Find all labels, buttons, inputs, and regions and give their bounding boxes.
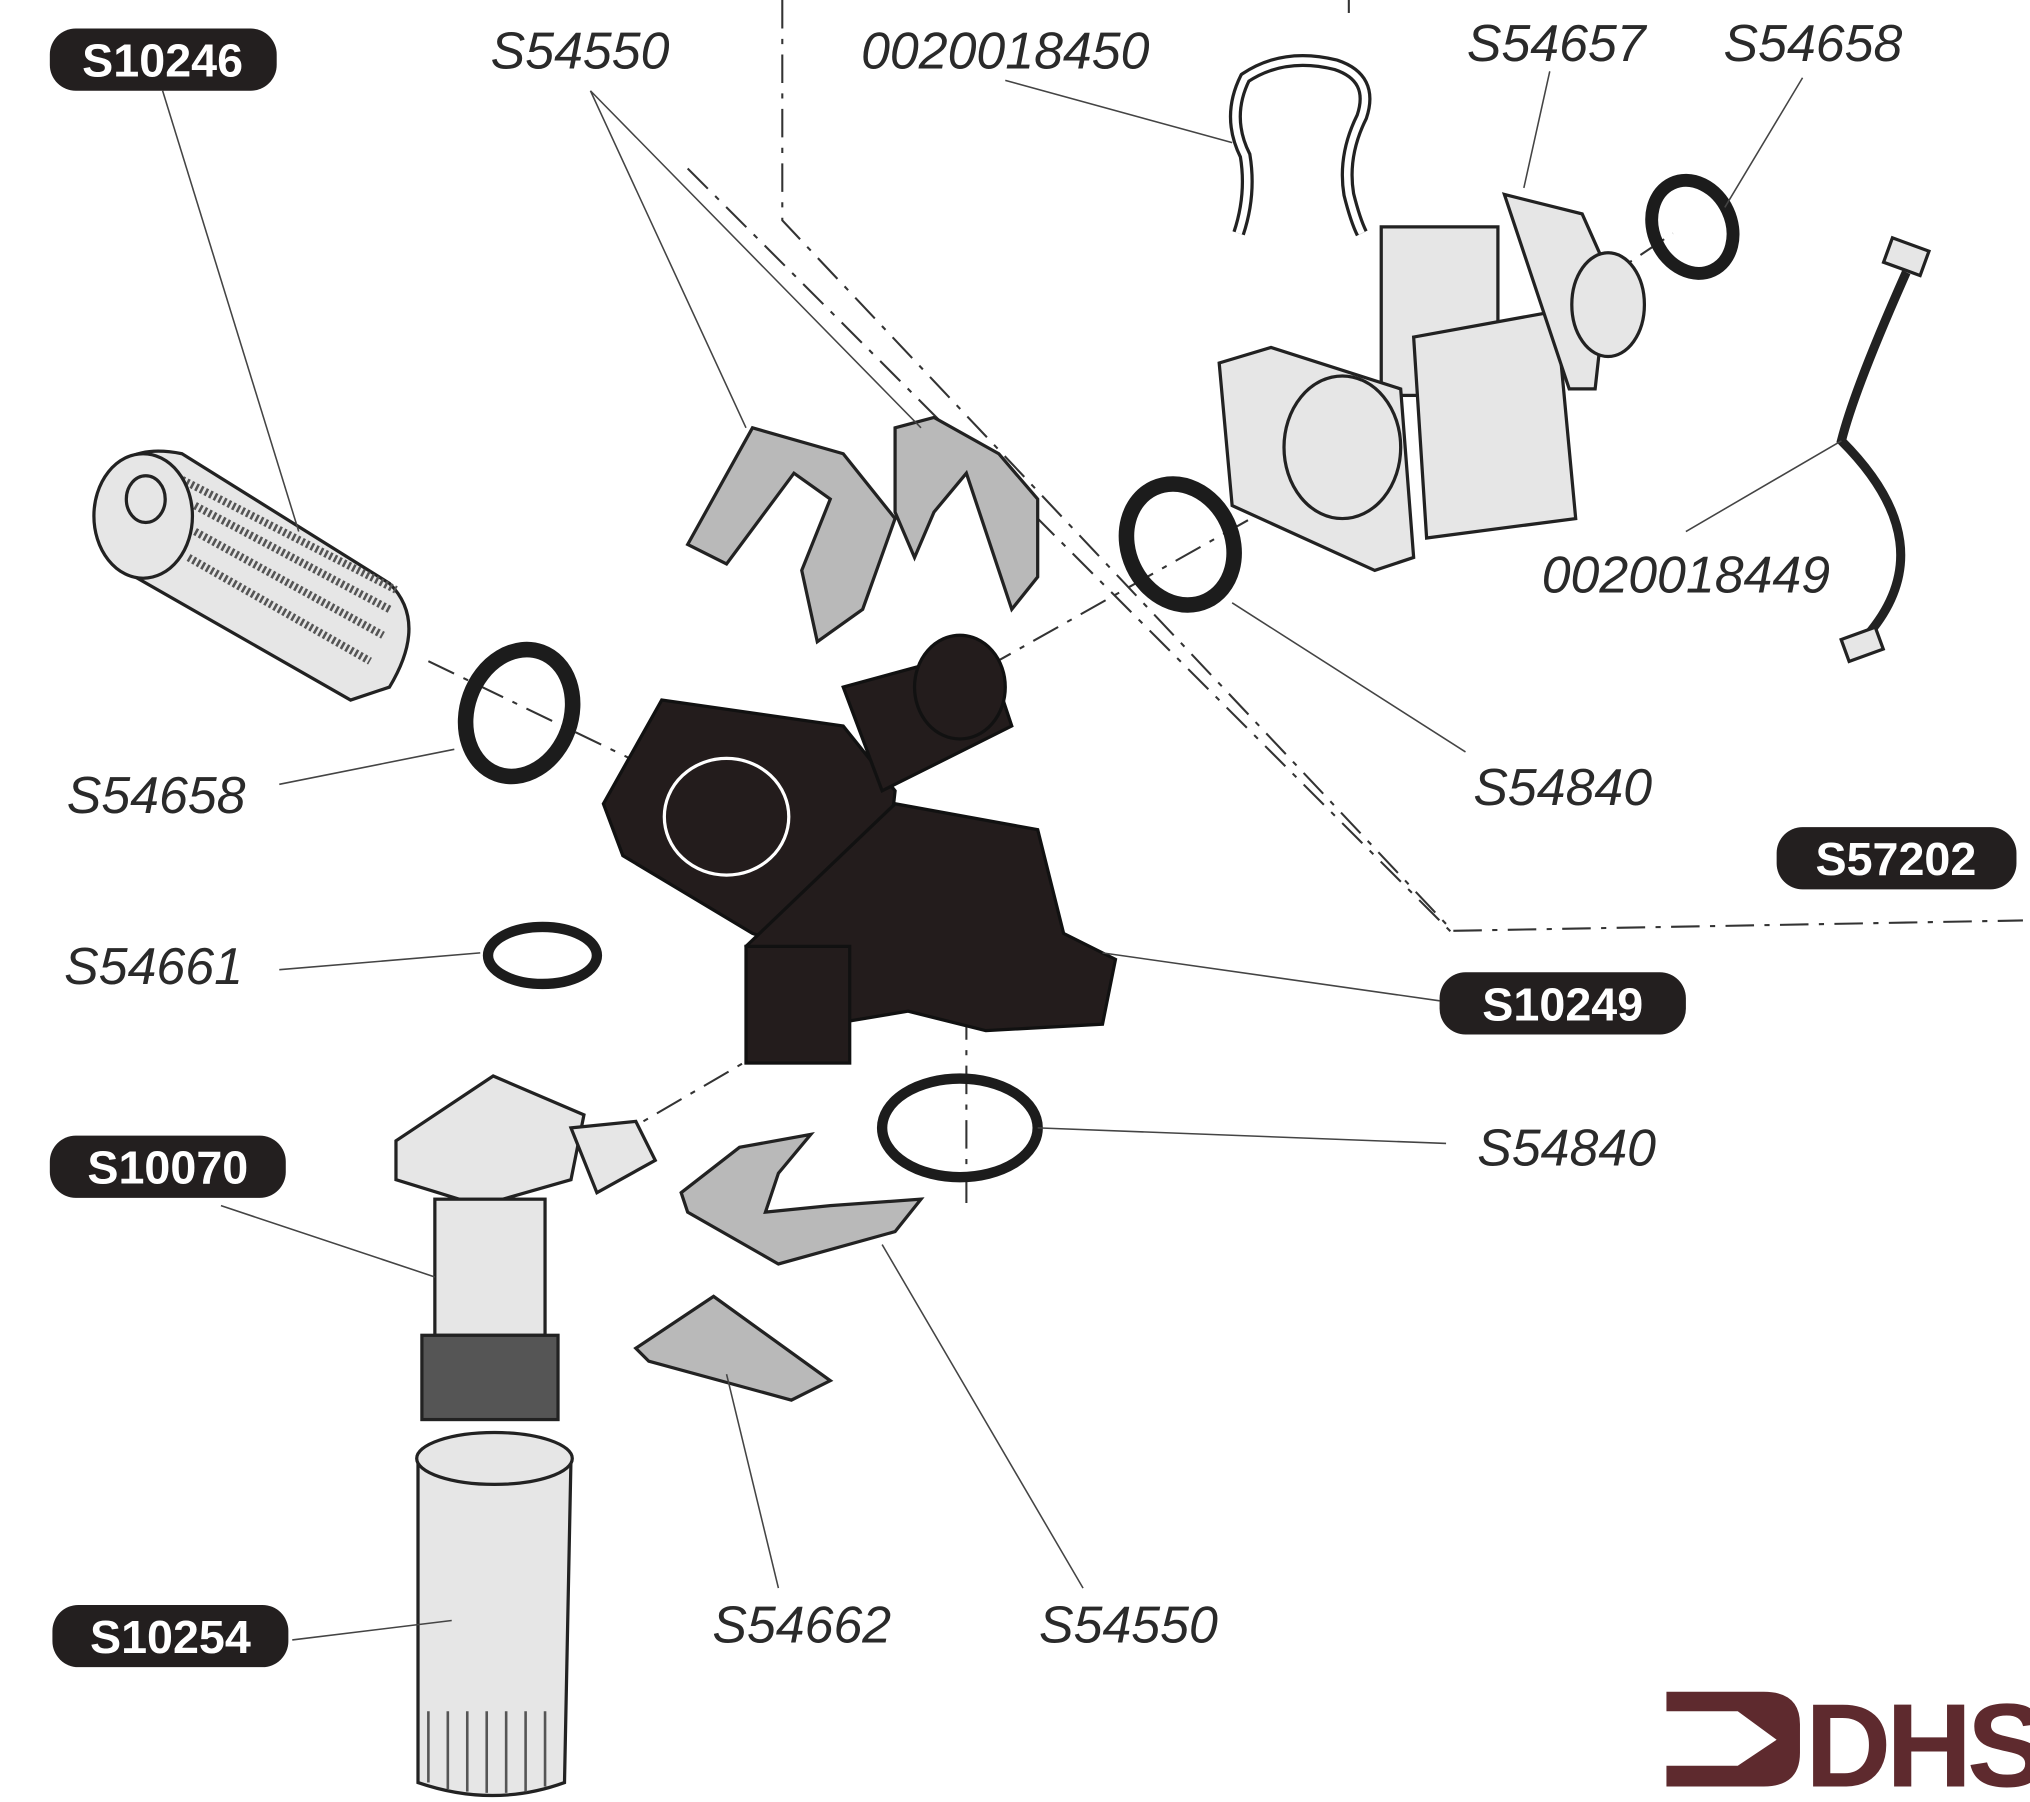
- badge-labels: S10246 S57202 S10249 S10070 S10254: [49, 28, 2017, 1668]
- tap-assembly-part[interactable]: [394, 1074, 658, 1422]
- svg-text:S10249: S10249: [1482, 978, 1643, 1030]
- label-s54661: S54661: [64, 937, 243, 995]
- label-0020018449: 0020018449: [1542, 545, 1830, 603]
- badge-s57202: S57202: [1776, 827, 2017, 890]
- label-s54550-top: S54550: [491, 22, 670, 80]
- strainer-part[interactable]: [92, 449, 411, 702]
- logo-arrow-icon: [1666, 1691, 1800, 1787]
- label-s54657: S54657: [1467, 14, 1648, 72]
- label-0020018450: 0020018450: [861, 22, 1149, 80]
- o-rings: [448, 167, 1748, 1183]
- label-s54658-left: S54658: [67, 766, 246, 824]
- badge-s10070: S10070: [49, 1135, 286, 1198]
- part-labels: S54550 0020018450 S54657 S54658 00200184…: [64, 14, 1902, 1654]
- sleeve-part[interactable]: [415, 1430, 574, 1798]
- label-s54840-mid: S54840: [1473, 758, 1652, 816]
- label-s54658-top: S54658: [1724, 14, 1903, 72]
- oring-top-right[interactable]: [1637, 167, 1748, 287]
- label-s54662: S54662: [712, 1596, 891, 1654]
- main-body-part[interactable]: [601, 633, 1118, 1065]
- wire-clip-part[interactable]: [1228, 54, 1372, 237]
- logo-text: DHS: [1805, 1679, 2030, 1802]
- svg-text:S10254: S10254: [90, 1611, 251, 1663]
- oring-left[interactable]: [448, 634, 590, 791]
- leader-lines: [161, 71, 1842, 1641]
- label-s54550-bottom: S54550: [1039, 1596, 1218, 1654]
- clip-bottom-part[interactable]: [679, 1131, 925, 1266]
- cable-part[interactable]: [1836, 235, 1932, 664]
- badge-s10246: S10246: [49, 28, 277, 91]
- badge-s10249: S10249: [1439, 972, 1686, 1035]
- oring-mid-right[interactable]: [1107, 466, 1254, 623]
- clip-top-part[interactable]: [685, 415, 1040, 645]
- svg-text:S10070: S10070: [87, 1142, 248, 1194]
- dhs-logo: DHS: [1666, 1679, 2030, 1802]
- assembly-boundary: [781, 0, 2023, 932]
- valve-housing-part[interactable]: [1217, 192, 1647, 573]
- oring-small[interactable]: [482, 921, 603, 990]
- label-s54840-bottom: S54840: [1477, 1118, 1656, 1176]
- oring-bottom[interactable]: [876, 1073, 1043, 1183]
- svg-text:S57202: S57202: [1815, 833, 1976, 885]
- svg-text:S10246: S10246: [82, 34, 243, 86]
- small-clip-part[interactable]: [633, 1294, 834, 1402]
- badge-s10254: S10254: [52, 1604, 289, 1668]
